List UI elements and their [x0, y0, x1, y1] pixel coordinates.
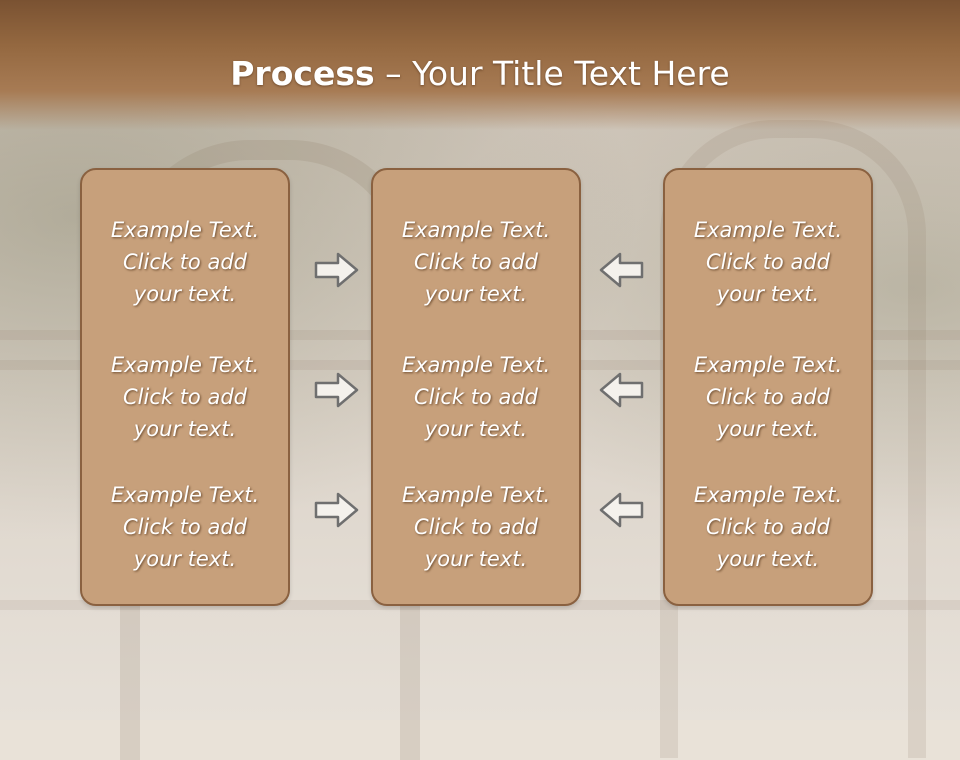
box-text[interactable]: Example Text. Click to add your text. [401, 483, 551, 571]
slide-title[interactable]: Process – Your Title Text Here [0, 52, 960, 96]
arrow-left-icon [599, 492, 644, 528]
box-text[interactable]: Example Text. Click to add your text. [110, 353, 260, 441]
process-box-center[interactable]: Example Text. Click to add your text. Ex… [371, 168, 581, 606]
arrow-right-icon [314, 372, 359, 408]
arrow-right-icon [314, 492, 359, 528]
box-text[interactable]: Example Text. Click to add your text. [693, 483, 843, 571]
box-text[interactable]: Example Text. Click to add your text. [401, 353, 551, 441]
box-text[interactable]: Example Text. Click to add your text. [693, 353, 843, 441]
title-bold: Process [230, 54, 375, 93]
arrow-left-icon [599, 372, 644, 408]
arrow-right-icon [314, 252, 359, 288]
process-box-right[interactable]: Example Text. Click to add your text. Ex… [663, 168, 873, 606]
process-box-left[interactable]: Example Text. Click to add your text. Ex… [80, 168, 290, 606]
box-text[interactable]: Example Text. Click to add your text. [693, 218, 843, 306]
box-text[interactable]: Example Text. Click to add your text. [401, 218, 551, 306]
box-text[interactable]: Example Text. Click to add your text. [110, 483, 260, 571]
box-text[interactable]: Example Text. Click to add your text. [110, 218, 260, 306]
arrow-left-icon [599, 252, 644, 288]
title-rest: – Your Title Text Here [374, 54, 730, 93]
title-bar [0, 0, 960, 130]
